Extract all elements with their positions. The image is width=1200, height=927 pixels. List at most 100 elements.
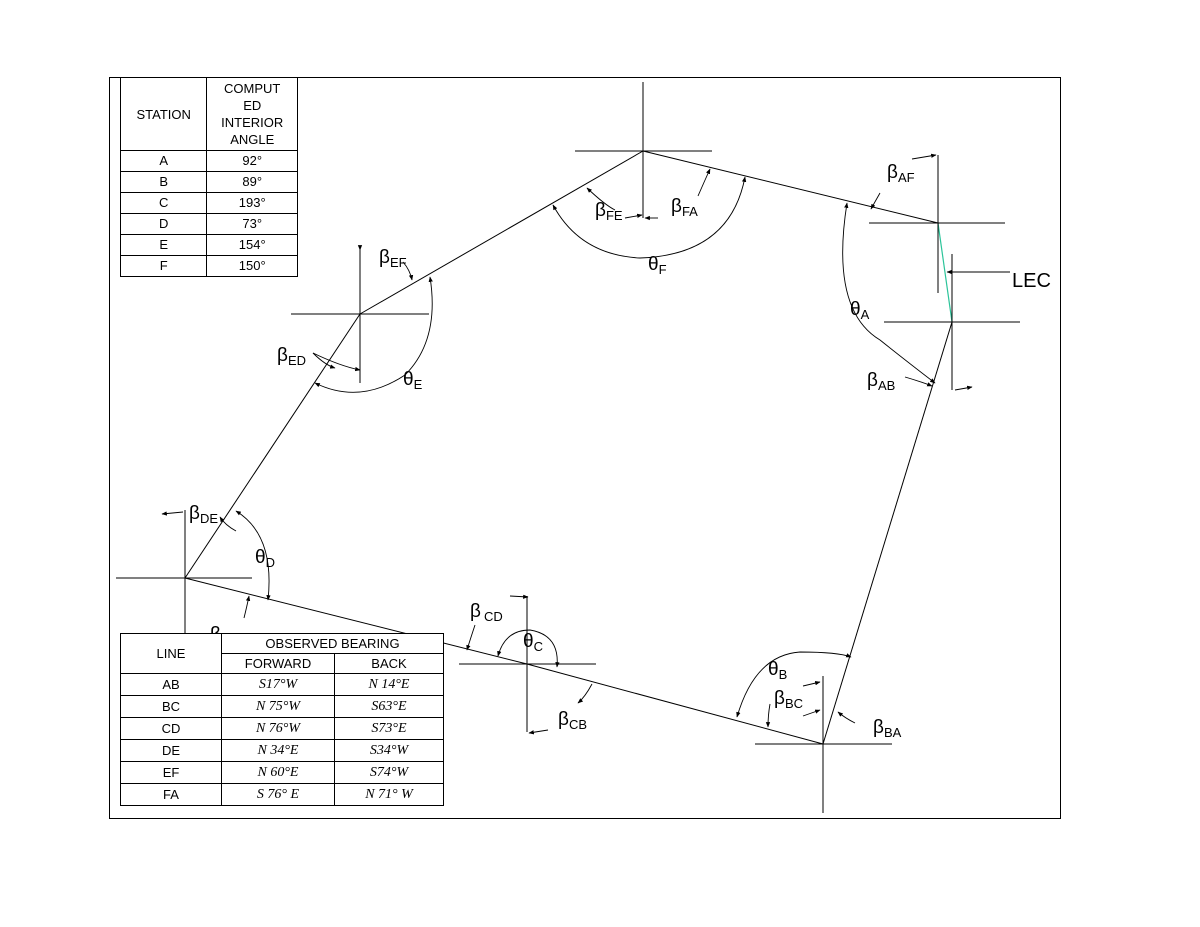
arc-beta-de [161, 511, 184, 516]
line-ef [359, 150, 644, 315]
label-beta-de: βDE [189, 503, 218, 526]
line-cell: EF [120, 761, 222, 784]
angle-cell: 92° [206, 150, 298, 172]
header-angle-line: ED [243, 98, 262, 113]
label-beta-ba: βBA [873, 717, 902, 740]
angle-cell: 154° [206, 234, 298, 256]
forward-bearing-cell: N 76°W [221, 717, 335, 740]
label-theta-f: θF [648, 254, 667, 277]
label-beta-cb: βCB [558, 709, 587, 732]
linear-error-of-closure [937, 222, 953, 323]
line-de [184, 313, 361, 579]
forward-bearing-cell: N 75°W [221, 695, 335, 718]
interior-angle-arcs [235, 176, 936, 718]
header-angle-line: INTERIOR [221, 115, 284, 130]
arc-theta-d [235, 510, 271, 601]
arc-beta-ba [837, 711, 856, 724]
label-beta-ed: βED [277, 345, 306, 368]
arc-beta-ef [402, 261, 414, 281]
header-computed-interior-angle: COMPUT ED INTERIOR ANGLE [206, 77, 298, 151]
label-theta-b: θB [768, 659, 787, 682]
forward-bearing-cell: S17°W [221, 673, 335, 696]
label-beta-af: βAF [887, 162, 915, 185]
label-theta-c: θC [523, 631, 543, 654]
arc-beta-fa [697, 168, 711, 197]
arc-theta-a [842, 202, 936, 384]
back-bearing-cell: N 14°E [334, 673, 444, 696]
arc-beta-cb [577, 683, 593, 704]
header-station: STATION [119, 77, 208, 151]
label-theta-e: θE [403, 369, 423, 392]
arc-beta-bc-3 [802, 709, 821, 717]
arc-beta-af [911, 153, 937, 160]
forward-bearing-cell: N 34°E [221, 739, 335, 762]
arc-beta-cd [466, 624, 476, 651]
line-cell: BC [120, 695, 222, 718]
header-angle-line: COMPUT [224, 81, 281, 96]
label-theta-d: θD [255, 547, 275, 570]
arc-beta-ed-2 [312, 352, 336, 369]
line-cell: DE [120, 739, 222, 762]
angle-cell: 73° [206, 213, 298, 235]
label-theta-a: θA [850, 299, 870, 322]
back-bearing-cell: N 71° W [334, 783, 444, 806]
header-angle-line: ANGLE [230, 132, 275, 147]
station-cell: B [119, 171, 208, 193]
arc-beta-dc [243, 595, 251, 619]
arc-beta-bc-2 [802, 681, 821, 687]
label-beta-bc: βBC [774, 688, 803, 711]
angle-cell: 193° [206, 192, 298, 214]
label-beta-fa: βFA [671, 196, 698, 219]
forward-bearing-cell: S 76° E [221, 783, 335, 806]
label-beta-ab: βAB [867, 370, 895, 393]
drawing-frame [109, 77, 1061, 819]
angle-cell: 89° [206, 171, 298, 193]
angle-cell: 150° [206, 255, 298, 277]
arc-beta-de-2 [219, 516, 237, 532]
label-beta-ef: βEF [379, 247, 407, 270]
station-cell: A [119, 150, 208, 172]
arc-beta-fe [586, 187, 616, 211]
arc-beta-ed [312, 352, 361, 372]
arc-beta-ab [904, 376, 933, 387]
line-cell: AB [120, 673, 222, 696]
back-bearing-cell: S73°E [334, 717, 444, 740]
label-lec: LEC [1012, 270, 1051, 292]
station-cell: E [119, 234, 208, 256]
back-bearing-cell: S74°W [334, 761, 444, 784]
line-cell: FA [120, 783, 222, 806]
arc-theta-c [497, 629, 560, 668]
arc-theta-e [314, 276, 433, 393]
line-bc [526, 663, 824, 745]
arc-beta-cb-2 [528, 729, 549, 735]
arc-beta-cd-2 [509, 594, 529, 599]
station-cell: D [119, 213, 208, 235]
label-beta-fe: βFE [595, 200, 623, 223]
back-bearing-cell: S34°W [334, 739, 444, 762]
header-back: BACK [334, 653, 444, 674]
header-line: LINE [120, 633, 222, 674]
arc-beta-fe-2 [624, 213, 643, 219]
header-observed-bearing: OBSERVED BEARING [221, 633, 444, 654]
line-cell: CD [120, 717, 222, 740]
header-forward: FORWARD [221, 653, 335, 674]
forward-bearing-cell: N 60°E [221, 761, 335, 784]
station-cell: C [119, 192, 208, 214]
arc-beta-bc [765, 703, 771, 728]
arc-beta-ab-2 [954, 385, 973, 391]
